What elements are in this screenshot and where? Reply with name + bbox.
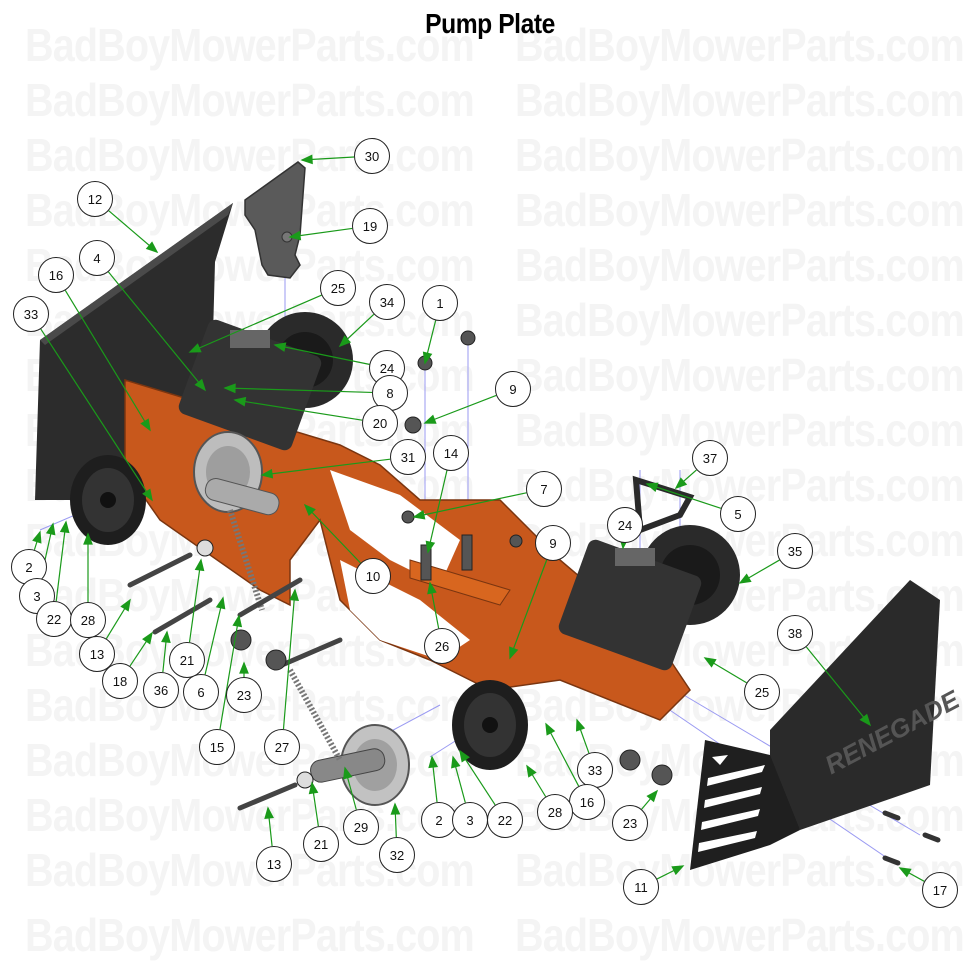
right-hydro-pump-part-35 — [558, 525, 740, 671]
callout-part-20[interactable]: 20 — [362, 405, 398, 441]
watermark-text: BadBoyMowerParts.com — [515, 294, 965, 346]
watermark-text: BadBoyMowerParts.com — [515, 19, 965, 71]
pump-bracket-part-30 — [244, 161, 306, 279]
callout-leader-lines — [32, 154, 925, 882]
callout-part-31[interactable]: 31 — [390, 439, 426, 475]
callout-part-18[interactable]: 18 — [102, 663, 138, 699]
left-pulley-part-28 — [70, 455, 146, 545]
callout-part-33[interactable]: 33 — [13, 296, 49, 332]
callout-part-22[interactable]: 22 — [36, 601, 72, 637]
watermark-text: BadBoyMowerParts.com — [515, 184, 965, 236]
idler-springs-part-29 — [227, 509, 343, 762]
callout-part-6[interactable]: 6 — [183, 674, 219, 710]
watermark-text: BadBoyMowerParts.com — [25, 909, 475, 961]
nuts-and-fittings — [196, 330, 673, 789]
callout-part-29[interactable]: 29 — [343, 809, 379, 845]
watermark-text: BadBoyMowerParts.com — [515, 909, 965, 961]
callout-part-16[interactable]: 16 — [38, 257, 74, 293]
watermark-text: BadBoyMowerParts.com — [515, 239, 965, 291]
watermark-text: BadBoyMowerParts.com — [515, 404, 965, 456]
callout-part-34[interactable]: 34 — [369, 284, 405, 320]
callout-part-24[interactable]: 24 — [607, 507, 643, 543]
callout-part-9[interactable]: 9 — [495, 371, 531, 407]
callout-part-13[interactable]: 13 — [256, 846, 292, 882]
callout-part-8[interactable]: 8 — [372, 375, 408, 411]
screws-part-17 — [882, 810, 941, 866]
callout-part-19[interactable]: 19 — [352, 208, 388, 244]
callout-part-15[interactable]: 15 — [199, 729, 235, 765]
callout-part-38[interactable]: 38 — [777, 615, 813, 651]
callout-part-3[interactable]: 3 — [452, 802, 488, 838]
callout-part-21[interactable]: 21 — [303, 826, 339, 862]
callout-part-21[interactable]: 21 — [169, 642, 205, 678]
callout-part-16[interactable]: 16 — [569, 784, 605, 820]
callout-part-25[interactable]: 25 — [320, 270, 356, 306]
callout-part-13[interactable]: 13 — [79, 636, 115, 672]
watermark-text: BadBoyMowerParts.com — [515, 349, 965, 401]
callout-part-32[interactable]: 32 — [379, 837, 415, 873]
callout-part-22[interactable]: 22 — [487, 802, 523, 838]
callout-part-26[interactable]: 26 — [424, 628, 460, 664]
right-pulley-part-28 — [452, 680, 528, 770]
callout-part-28[interactable]: 28 — [70, 602, 106, 638]
callout-part-4[interactable]: 4 — [79, 240, 115, 276]
callout-part-11[interactable]: 11 — [623, 869, 659, 905]
watermark-text: BadBoyMowerParts.com — [25, 789, 475, 841]
watermark-text: BadBoyMowerParts.com — [25, 74, 475, 126]
callout-part-30[interactable]: 30 — [354, 138, 390, 174]
right-shield-part-38: RENEGADE — [770, 580, 965, 830]
callout-part-23[interactable]: 23 — [226, 677, 262, 713]
triangle-bracket-part-37 — [632, 475, 695, 535]
callout-part-28[interactable]: 28 — [537, 794, 573, 830]
callout-part-33[interactable]: 33 — [577, 752, 613, 788]
callout-part-10[interactable]: 10 — [355, 558, 391, 594]
callout-part-14[interactable]: 14 — [433, 435, 469, 471]
callout-part-25[interactable]: 25 — [744, 674, 780, 710]
idler-pulley-part-32 — [310, 724, 410, 806]
callout-part-37[interactable]: 37 — [692, 440, 728, 476]
callout-part-12[interactable]: 12 — [77, 181, 113, 217]
watermark-text: BadBoyMowerParts.com — [515, 74, 965, 126]
watermark-text: BadBoyMowerParts.com — [515, 129, 965, 181]
callout-part-5[interactable]: 5 — [720, 496, 756, 532]
callout-part-36[interactable]: 36 — [143, 672, 179, 708]
callout-part-1[interactable]: 1 — [422, 285, 458, 321]
watermark-text: BadBoyMowerParts.com — [25, 129, 475, 181]
idler-pulley-part-31 — [193, 431, 280, 516]
callout-part-7[interactable]: 7 — [526, 471, 562, 507]
callout-part-27[interactable]: 27 — [264, 729, 300, 765]
watermark-text: BadBoyMowerParts.com — [25, 19, 475, 71]
lower-plate-part-11 — [690, 740, 800, 870]
left-hydro-pump-part-34 — [178, 312, 353, 451]
callout-part-9[interactable]: 9 — [535, 525, 571, 561]
page-title: Pump Plate — [425, 8, 555, 39]
callout-part-23[interactable]: 23 — [612, 805, 648, 841]
callout-part-17[interactable]: 17 — [922, 872, 958, 908]
callout-part-35[interactable]: 35 — [777, 533, 813, 569]
